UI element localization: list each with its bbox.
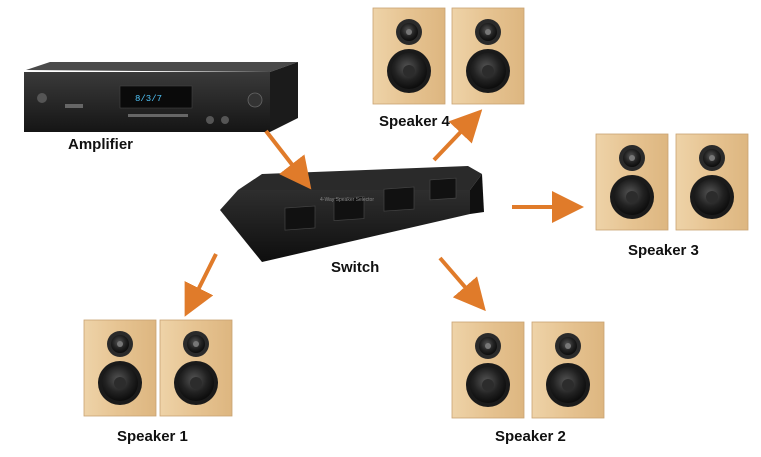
speaker-4-label: Speaker 4 [379, 113, 450, 130]
switch-label: Switch [331, 259, 380, 276]
arrow-switch-to-speaker2 [438, 256, 486, 312]
switch-box-image: 4-Way Speaker Selector [220, 166, 484, 262]
amplifier-display: 8/3/7 [135, 94, 162, 104]
speaker-2-label: Speaker 2 [495, 428, 566, 445]
speaker-1-label: Speaker 1 [117, 428, 188, 445]
speaker-3-image [595, 133, 749, 231]
speaker-2-image [451, 321, 605, 419]
amplifier-image: 8/3/7 [24, 62, 298, 132]
speaker-4-image [372, 7, 525, 105]
arrow-amplifier-to-switch [264, 129, 312, 190]
speaker-1-image [83, 319, 233, 417]
arrow-switch-to-speaker1 [184, 253, 218, 317]
speaker-3-label: Speaker 3 [628, 242, 699, 259]
amplifier-label: Amplifier [68, 136, 134, 153]
switch-panel-text: 4-Way Speaker Selector [320, 197, 374, 203]
arrow-switch-to-speaker4 [432, 109, 483, 162]
